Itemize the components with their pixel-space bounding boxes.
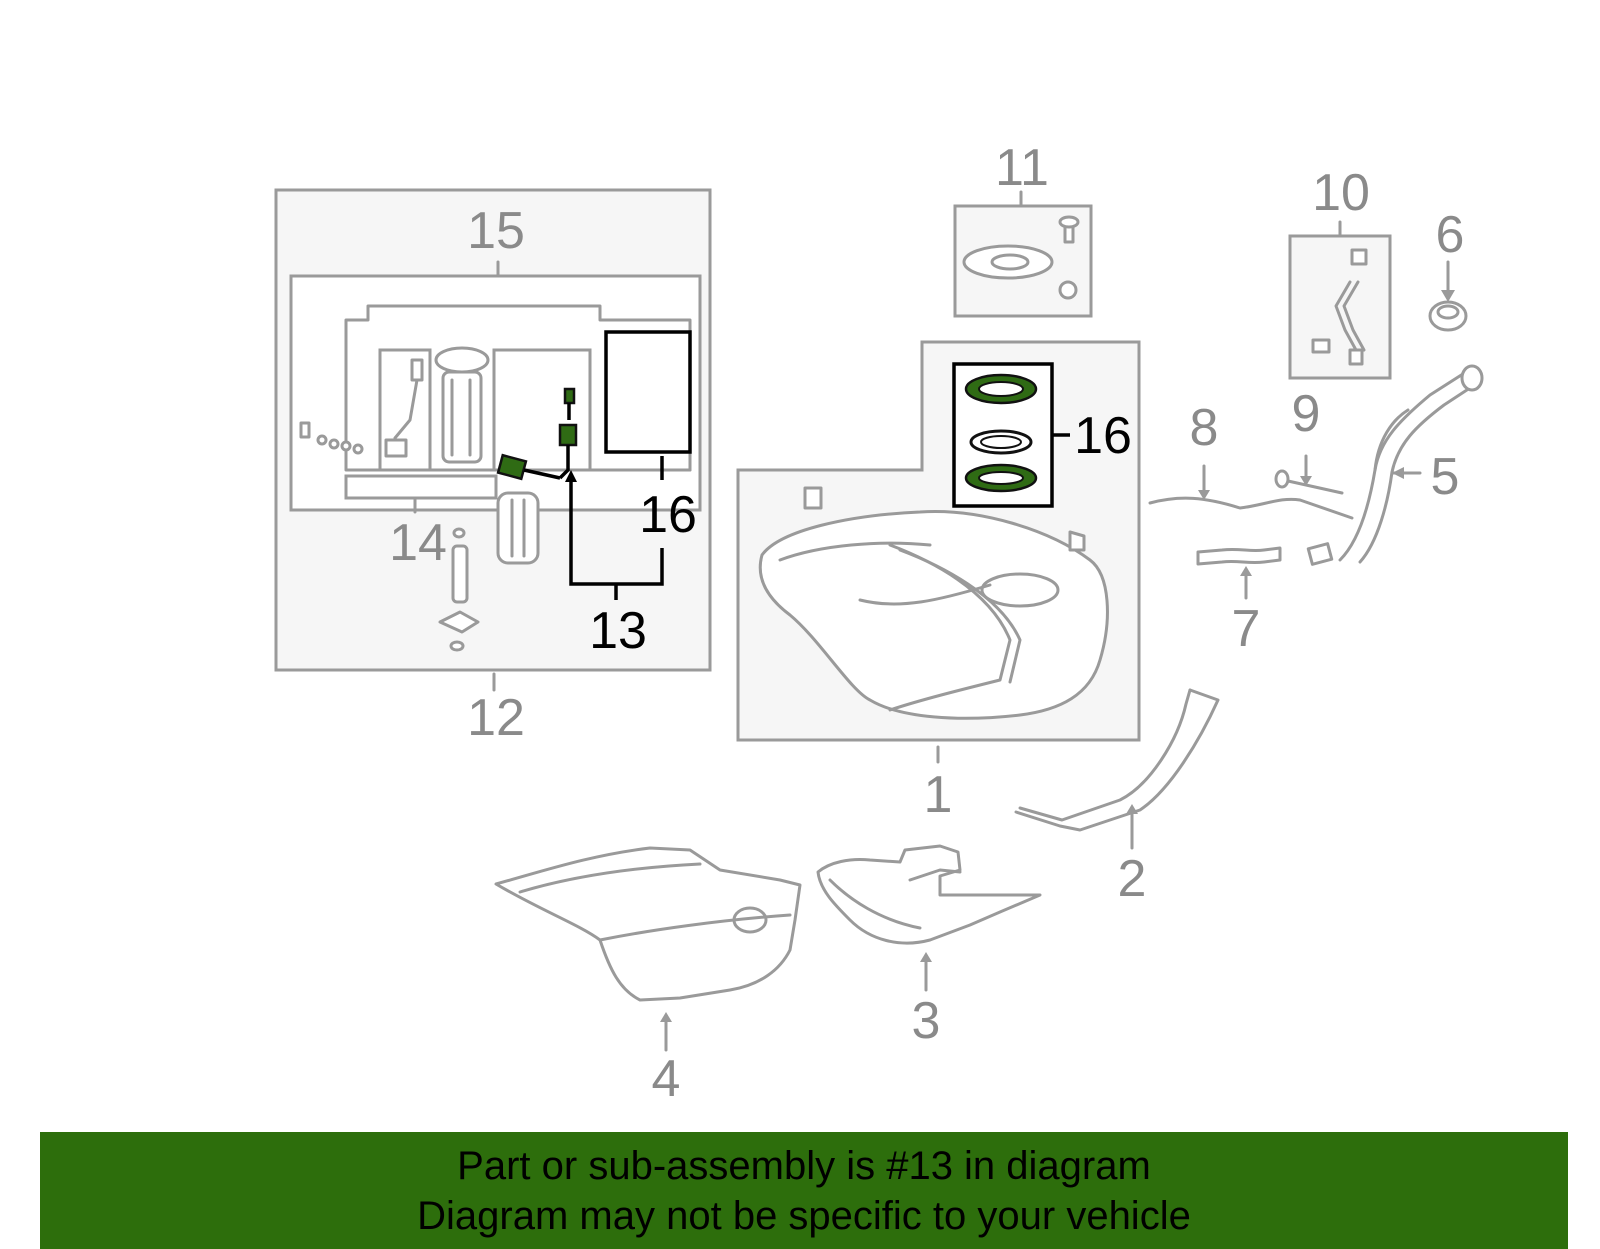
part-2-strap	[1014, 688, 1220, 850]
callout-13: 13	[589, 602, 647, 660]
part-11-group	[953, 204, 1093, 318]
fuel-tank-group	[736, 340, 1141, 742]
callout-2: 2	[1118, 850, 1147, 908]
callout-5: 5	[1431, 448, 1460, 506]
banner-line-2: Diagram may not be specific to your vehi…	[417, 1193, 1191, 1238]
fuel-tank	[758, 510, 1109, 720]
part-10-group	[1288, 234, 1392, 380]
part-10-frame	[1288, 234, 1392, 380]
part-13-highlighted	[496, 387, 578, 481]
callout-10: 10	[1312, 164, 1370, 222]
part-9-bolt	[1274, 454, 1344, 495]
fuel-level-sender	[384, 358, 424, 458]
fuel-pump-module-group	[274, 188, 712, 672]
banner-line-1: Part or sub-assembly is #13 in diagram	[457, 1143, 1151, 1188]
callout-3: 3	[912, 992, 941, 1050]
callout-6: 6	[1436, 206, 1465, 264]
info-banner: Part or sub-assembly is #13 in diagram D…	[40, 1132, 1568, 1249]
callout-16-left: 16	[639, 486, 697, 544]
fuel-pump-body	[434, 346, 540, 565]
callout-14: 14	[389, 514, 447, 572]
callout-7: 7	[1232, 600, 1261, 658]
part-4-shield	[494, 846, 802, 1052]
part-6-cap	[1428, 260, 1468, 332]
callout-8: 8	[1190, 399, 1219, 457]
part-16-box-left	[604, 330, 692, 454]
callout-15: 15	[467, 202, 525, 260]
callout-11: 11	[995, 139, 1049, 197]
part-5-filler-pipe	[1306, 364, 1484, 566]
part-3-shield	[816, 844, 1042, 992]
callout-12: 12	[467, 689, 525, 747]
sub-panel	[492, 348, 592, 472]
part-7-hose	[1196, 546, 1282, 600]
callout-1: 1	[924, 766, 953, 824]
part-14-hardware	[299, 421, 480, 652]
callout-16-right: 16	[1074, 407, 1132, 465]
callout-9: 9	[1292, 385, 1321, 443]
part-8-tube	[1148, 464, 1354, 520]
callout-4: 4	[652, 1050, 681, 1108]
